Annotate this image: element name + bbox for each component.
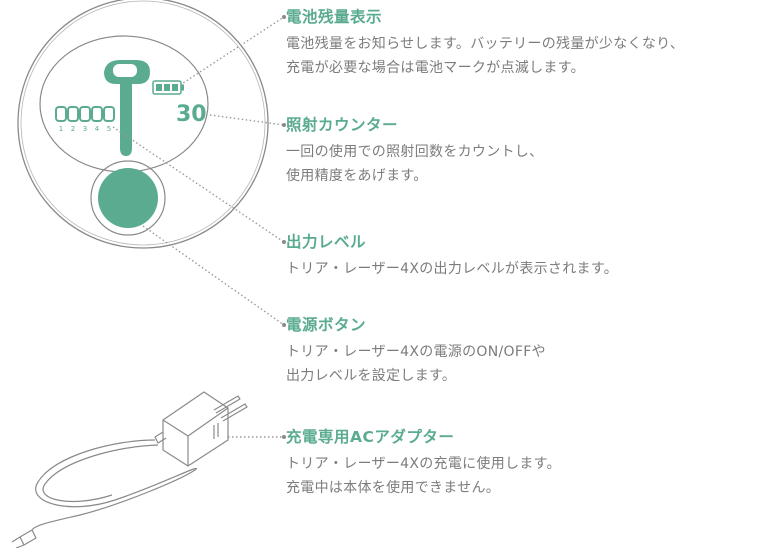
power-button[interactable] <box>98 168 158 228</box>
leader-line-power-button <box>142 225 285 326</box>
leader-dot <box>282 435 286 439</box>
device-inner-ring <box>20 0 266 246</box>
leader-dot <box>282 123 286 127</box>
level-number: 3 <box>83 125 87 133</box>
description-line: トリア・レーザー4Xの出力レベルが表示されます。 <box>286 261 619 277</box>
leader-line-counter <box>209 114 285 126</box>
leader-dot <box>282 15 286 19</box>
leader-dot <box>282 240 286 244</box>
description-line: 一回の使用での照射回数をカウントし、 <box>286 144 544 160</box>
description-line: 電池残量をお知らせします。バッテリーの残量が少なくなり、 <box>286 36 685 52</box>
device-silhouette-icon <box>104 60 150 156</box>
feature-title: 充電専用ACアダプター <box>286 428 455 446</box>
feature-description: トリア・レーザー4Xの充電に使用します。 充電中は本体を使用できません。 <box>286 452 561 500</box>
level-number: 4 <box>95 125 100 133</box>
description-line: 使用精度をあげます。 <box>286 168 428 184</box>
feature-description: トリア・レーザー4Xの出力レベルが表示されます。 <box>286 257 618 281</box>
battery-icon <box>152 80 184 95</box>
level-number: 5 <box>107 125 111 133</box>
level-number: 1 <box>59 125 63 133</box>
description-line: 充電中は本体を使用できません。 <box>286 480 501 496</box>
leader-line-battery <box>179 16 285 86</box>
feature-title: 照射カウンター <box>286 116 399 134</box>
device-outer-ring <box>17 0 269 249</box>
description-line: トリア・レーザー4Xの充電に使用します。 <box>286 456 561 472</box>
feature-title: 電池残量表示 <box>286 8 383 26</box>
feature-battery: 電池残量表示 電池残量をお知らせします。バッテリーの残量が少なくなり、 充電が必… <box>286 6 684 80</box>
description-line: トリア・レーザー4Xの電源のON/OFFや <box>286 344 546 360</box>
feature-description: 電池残量をお知らせします。バッテリーの残量が少なくなり、 充電が必要な場合は電池… <box>286 32 684 80</box>
feature-ac-adapter: 充電専用ACアダプター トリア・レーザー4Xの充電に使用します。 充電中は本体を… <box>286 426 561 500</box>
power-button-ring <box>90 160 166 236</box>
feature-shot-counter: 照射カウンター 一回の使用での照射回数をカウントし、 使用精度をあげます。 <box>286 114 543 188</box>
output-level-bars <box>55 106 115 122</box>
feature-description: 一回の使用での照射回数をカウントし、 使用精度をあげます。 <box>286 140 543 188</box>
level-number: 2 <box>71 125 75 133</box>
feature-power-button: 電源ボタン トリア・レーザー4Xの電源のON/OFFや 出力レベルを設定します。 <box>286 314 546 388</box>
feature-title: 電源ボタン <box>286 316 367 334</box>
feature-description: トリア・レーザー4Xの電源のON/OFFや 出力レベルを設定します。 <box>286 340 546 388</box>
leader-dot <box>282 323 286 327</box>
feature-output-level: 出力レベル トリア・レーザー4Xの出力レベルが表示されます。 <box>286 231 618 281</box>
counter-readout: 30 <box>176 102 207 127</box>
description-line: 充電が必要な場合は電池マークが点滅します。 <box>286 60 585 76</box>
ac-adapter-icon <box>11 391 248 548</box>
description-line: 出力レベルを設定します。 <box>286 368 457 384</box>
feature-title: 出力レベル <box>286 233 367 251</box>
